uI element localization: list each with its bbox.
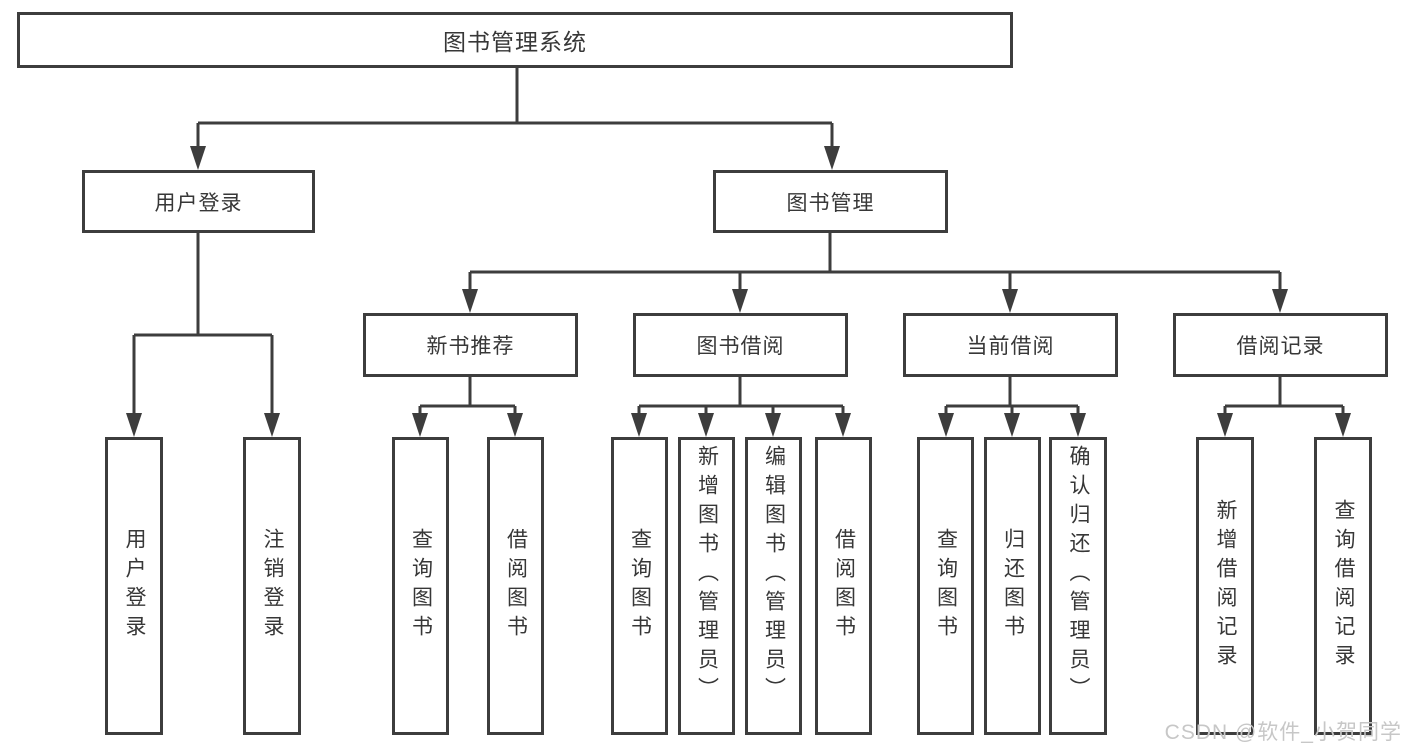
node-user-login: 用户登录: [82, 170, 315, 233]
connector-root-to-level2: [196, 68, 834, 150]
arrow-down-icon: [264, 413, 280, 437]
arrow-down-icon: [631, 413, 647, 437]
node-new-book-recommend: 新书推荐: [363, 313, 578, 377]
leaf-add-books-admin: 新增图书（管理员）: [678, 437, 735, 735]
leaf-query-borrow-record: 查询借阅记录: [1314, 437, 1372, 735]
leaf-confirm-return-admin: 确认归还（管理员）: [1049, 437, 1107, 735]
leaf-edit-books-admin: 编辑图书（管理员）: [745, 437, 802, 735]
arrow-down-icon: [824, 146, 840, 170]
arrow-down-icon: [1217, 413, 1233, 437]
arrow-down-icon: [507, 413, 523, 437]
arrow-down-icon: [835, 413, 851, 437]
connector-user-login-children: [132, 233, 274, 417]
leaf-logout: 注销登录: [243, 437, 301, 735]
arrow-down-icon: [938, 413, 954, 437]
connector-borrow-record-children: [1223, 377, 1345, 417]
leaf-borrow-books-recommend: 借阅图书: [487, 437, 544, 735]
arrow-down-icon: [732, 289, 748, 313]
arrow-down-icon: [1272, 289, 1288, 313]
arrow-down-icon: [1335, 413, 1351, 437]
connector-new-book-children: [418, 377, 517, 417]
arrow-down-icon: [1004, 413, 1020, 437]
connector-current-borrow-children: [944, 377, 1080, 417]
leaf-user-login: 用户登录: [105, 437, 163, 735]
arrow-down-icon: [698, 413, 714, 437]
arrowheads: [126, 146, 1351, 437]
arrow-down-icon: [412, 413, 428, 437]
leaf-query-books-borrow: 查询图书: [611, 437, 668, 735]
node-borrow-record: 借阅记录: [1173, 313, 1388, 377]
leaf-return-books: 归还图书: [984, 437, 1041, 735]
watermark: CSDN @软件_小贺同学: [1164, 721, 1402, 744]
arrow-down-icon: [190, 146, 206, 170]
arrow-down-icon: [1070, 413, 1086, 437]
leaf-query-books-current: 查询图书: [917, 437, 974, 735]
arrow-down-icon: [126, 413, 142, 437]
arrow-down-icon: [1002, 289, 1018, 313]
leaf-add-borrow-record: 新增借阅记录: [1196, 437, 1254, 735]
connector-borrow-children: [637, 377, 845, 417]
node-book-management: 图书管理: [713, 170, 948, 233]
connector-book-mgmt-children: [468, 233, 1282, 293]
node-book-borrow: 图书借阅: [633, 313, 848, 377]
leaf-query-books-recommend: 查询图书: [392, 437, 449, 735]
node-root-system: 图书管理系统: [17, 12, 1013, 68]
arrow-down-icon: [462, 289, 478, 313]
arrow-down-icon: [765, 413, 781, 437]
leaf-borrow-books: 借阅图书: [815, 437, 872, 735]
node-current-borrow: 当前借阅: [903, 313, 1118, 377]
